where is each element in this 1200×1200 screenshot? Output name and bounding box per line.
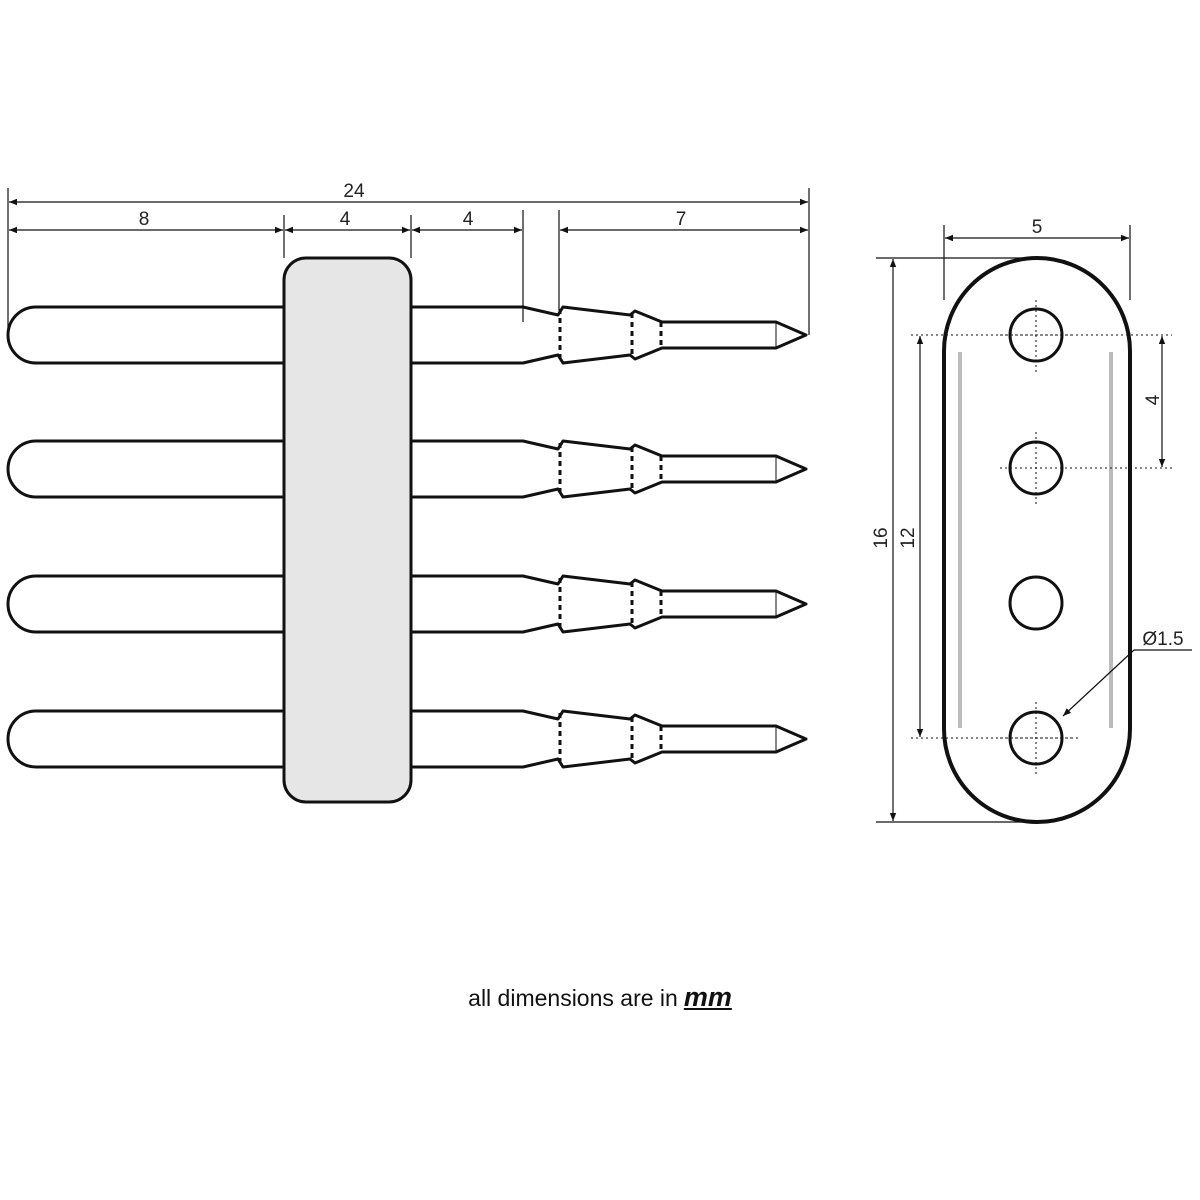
- connector-pin-1: [6, 305, 808, 365]
- dim-label-overall: 24: [343, 181, 365, 202]
- side-view: 24 8 4 4 7: [6, 181, 810, 804]
- units-caption-text: all dimensions are in: [468, 985, 678, 1011]
- dim-label-segment-4: 7: [676, 209, 687, 230]
- hole-diameter-leader: [1062, 649, 1135, 717]
- extension-lines: [7, 188, 810, 335]
- pin-body: [6, 574, 808, 634]
- dim-label-segment-2: 4: [340, 209, 351, 230]
- end-extension-lines: [876, 225, 1131, 823]
- connector-pin-3: [6, 574, 808, 634]
- pin-hole-4: [1008, 710, 1064, 766]
- end-view-body: [942, 256, 1132, 824]
- reference-lines: [911, 300, 1172, 774]
- dim-label-segment-1: 8: [139, 209, 150, 230]
- pin-hole-3: [1008, 575, 1064, 631]
- units-caption-unit: mm: [683, 982, 732, 1012]
- dim-label-pin-pitch: 4: [1143, 394, 1164, 405]
- dim-label-hole-diameter: Ø1.5: [1142, 629, 1183, 650]
- dim-label-segment-3: 4: [463, 209, 474, 230]
- connector-pin-4: [6, 709, 808, 769]
- housing-body: [282, 256, 413, 804]
- connector-pin-2: [6, 439, 808, 499]
- dim-label-end-height: 16: [871, 527, 892, 548]
- pin-body: [6, 709, 808, 769]
- dim-label-end-width: 5: [1032, 217, 1043, 238]
- pin-body: [6, 305, 808, 365]
- end-view: 5 16 12 4 Ø1.5: [871, 217, 1192, 824]
- dim-label-pin-span: 12: [898, 527, 919, 548]
- pin-group: [6, 305, 808, 769]
- pin-hole-2: [1008, 440, 1064, 496]
- pin-hole-1: [1008, 307, 1064, 363]
- pin-body: [6, 439, 808, 499]
